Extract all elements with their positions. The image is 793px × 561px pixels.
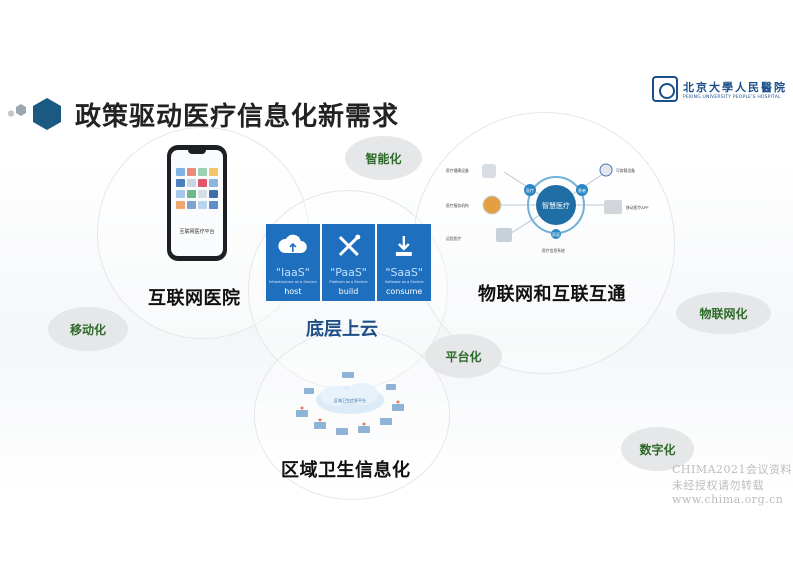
download-icon	[396, 236, 413, 256]
service-name: "PaaS"	[330, 266, 367, 279]
iot-device-label-3: 远程医疗	[446, 236, 461, 241]
phone-screen-text: 互联网医疗平台	[179, 229, 215, 235]
logo-name-cn: 北京大學人民醫院	[683, 80, 787, 94]
hospital-logo: 北京大學人民醫院 PEKING UNIVERSITY PEOPLE'S HOSP…	[652, 76, 787, 102]
service-sub: consume	[386, 287, 423, 296]
bubble-mobile: 移动化	[48, 307, 128, 351]
iot-node-3	[551, 229, 561, 239]
service-name: "IaaS"	[275, 266, 310, 279]
watermark-line-1: CHIMA2021会议资料	[672, 463, 793, 476]
iot-hub-text: 智慧医疗	[542, 201, 570, 210]
bubble-intelligent: 智能化	[345, 136, 422, 180]
circle-regional	[254, 330, 450, 500]
hospital-emblem-icon	[652, 76, 678, 102]
watermark-line-2: 未经授权请勿转载	[672, 479, 764, 492]
cloud-label: 底层上云	[306, 319, 378, 340]
service-desc: Infrastructure as a Service	[269, 280, 317, 284]
bubble-digital: 数字化	[621, 427, 694, 471]
service-saas: "SaaS" Software as a Service consume	[377, 224, 432, 301]
cloud-services-panel: "IaaS" Infrastructure as a Service host …	[266, 224, 432, 301]
hexagon-tiny-icon	[8, 110, 14, 117]
regional-center-text: 区域卫生信息平台	[334, 397, 366, 403]
service-iaas: "IaaS" Infrastructure as a Service host	[266, 224, 320, 301]
service-sub: build	[338, 287, 359, 296]
iot-diagram: 智慧医疗 医疗 患者 家庭 医疗健康设备 医疗服务机构 远程医疗 可穿戴设备 移…	[446, 163, 649, 253]
iot-device-label-4: 可穿戴设备	[616, 168, 635, 173]
tools-icon	[338, 234, 360, 256]
service-paas: "PaaS" Platform as a Service build	[321, 224, 376, 301]
hexagon-small-icon	[16, 104, 26, 116]
circle-iot	[413, 112, 675, 374]
iot-device-label-6: 医疗信息系统	[542, 248, 565, 253]
iot-devices	[482, 163, 622, 242]
phone-app-grid	[176, 168, 218, 210]
iot-node-2	[576, 184, 588, 196]
hexagon-icon	[33, 98, 61, 130]
watermark-line-3: www.chima.org.cn	[672, 493, 784, 506]
internet-hospital-label: 互联网医院	[148, 288, 241, 309]
bubble-platform: 平台化	[425, 334, 502, 378]
regional-label: 区域卫生信息化	[281, 460, 411, 481]
iot-node-label-1: 医疗	[526, 187, 534, 193]
service-sub: host	[284, 287, 302, 296]
service-name: "SaaS"	[385, 266, 423, 279]
service-desc: Software as a Service	[384, 280, 424, 284]
iot-node-label-3: 家庭	[552, 231, 560, 237]
iot-device-label-5: 移动医疗APP	[626, 205, 649, 210]
logo-name-en: PEKING UNIVERSITY PEOPLE'S HOSPITAL	[683, 94, 781, 100]
iot-label: 物联网和互联互通	[478, 284, 626, 305]
iot-device-label-1: 医疗健康设备	[446, 168, 469, 173]
bubble-iot: 物联网化	[676, 292, 771, 334]
phone-illustration: 互联网医疗平台	[167, 145, 227, 261]
iot-device-label-2: 医疗服务机构	[446, 203, 469, 208]
service-desc: Platform as a Service	[329, 280, 368, 284]
page-title: 政策驱动医疗信息化新需求	[75, 102, 400, 132]
iot-node-label-2: 患者	[578, 187, 586, 193]
cloud-upload-icon	[278, 234, 307, 253]
regional-network-diagram: 区域卫生信息平台	[296, 372, 404, 435]
iot-node-1	[524, 184, 536, 196]
iot-hub	[536, 185, 576, 225]
